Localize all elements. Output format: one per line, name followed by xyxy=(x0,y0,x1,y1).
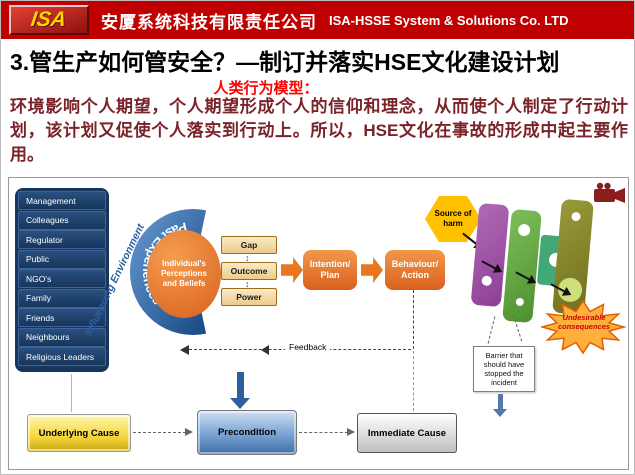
behaviour-model-diagram: Management Colleagues Regulator Public N… xyxy=(8,177,629,470)
header-bar: ISA 安厦系统科技有限责任公司 ISA-HSSE System & Solut… xyxy=(1,1,634,39)
influencer-item: Friends xyxy=(18,308,106,327)
cause-link-arrow xyxy=(133,428,193,436)
perceptions-ellipse: Individual's Perceptions and Beliefs xyxy=(147,230,221,318)
down-arrow-icon xyxy=(498,394,503,409)
factor-outcome: Outcome xyxy=(221,262,277,280)
company-name-en: ISA-HSSE System & Solutions Co. LTD xyxy=(329,12,569,28)
influencer-item: Management xyxy=(18,191,106,210)
company-name-cn: 安厦系统科技有限责任公司 xyxy=(101,12,317,32)
factor-gap: Gap xyxy=(221,236,277,254)
precondition-arrow-icon xyxy=(237,372,244,398)
perceptions-label: Individual's Perceptions and Beliefs xyxy=(161,259,207,288)
influencer-item: Public xyxy=(18,249,106,269)
influencer-item: Neighbours xyxy=(18,327,106,347)
immediate-cause-drop-line xyxy=(413,351,414,411)
intention-plan-box: Intention/ Plan xyxy=(303,250,357,290)
company-logo: ISA xyxy=(9,5,89,35)
behaviour-drop-line xyxy=(413,290,414,349)
influencer-item: Colleagues xyxy=(18,210,106,230)
immediate-cause-box: Immediate Cause xyxy=(357,413,457,453)
slide-body-text: 环境影响个人期望，个人期望形成个人的信仰和理念，从而使个人制定了行动计划，该计划… xyxy=(10,97,628,164)
influencers-panel: Management Colleagues Regulator Public N… xyxy=(15,188,109,372)
undesirable-consequences-label: Undesirable consequences xyxy=(557,313,611,331)
note-connector-line xyxy=(487,316,496,344)
source-of-harm-hexagon: Source of harm xyxy=(425,196,481,242)
influencer-item: Family xyxy=(18,288,106,308)
barrier-slice-olive xyxy=(552,198,594,316)
company-logo-text: ISA xyxy=(29,8,69,31)
underlying-cause-box: Underlying Cause xyxy=(27,414,131,452)
precondition-box: Precondition xyxy=(197,410,297,455)
flow-arrow-icon xyxy=(281,257,303,283)
behaviour-action-box: Behaviour/ Action xyxy=(385,250,445,290)
model-subtitle: 人类行为模型： xyxy=(213,80,319,97)
feedback-label: Feedback xyxy=(285,342,331,352)
barrier-note-box: Barrier that should have stopped the inc… xyxy=(473,346,535,392)
flow-arrow-icon xyxy=(361,257,383,283)
slide-title: 3.管生产如何管安全？—制订并落实HSE文化建设计划 xyxy=(10,49,560,75)
vertical-link-icon: ↕ xyxy=(245,253,250,263)
factor-power: Power xyxy=(221,288,277,306)
influencer-item: Regulator xyxy=(18,230,106,249)
cause-link-arrow xyxy=(299,428,355,436)
video-camera-icon xyxy=(594,182,625,203)
feedback-arrowhead-icon xyxy=(261,345,269,355)
down-arrow-icon xyxy=(493,409,507,417)
barrier-slice-green xyxy=(502,208,542,324)
feedback-arrowhead-icon xyxy=(180,345,189,355)
precondition-arrow-icon xyxy=(230,398,250,409)
vertical-link-icon: ↕ xyxy=(245,279,250,289)
consequence-burst xyxy=(541,300,627,355)
underlying-cause-drop-line xyxy=(71,374,72,412)
influencer-item: NGO's xyxy=(18,269,106,288)
influencer-item: Religious Leaders xyxy=(18,347,106,366)
